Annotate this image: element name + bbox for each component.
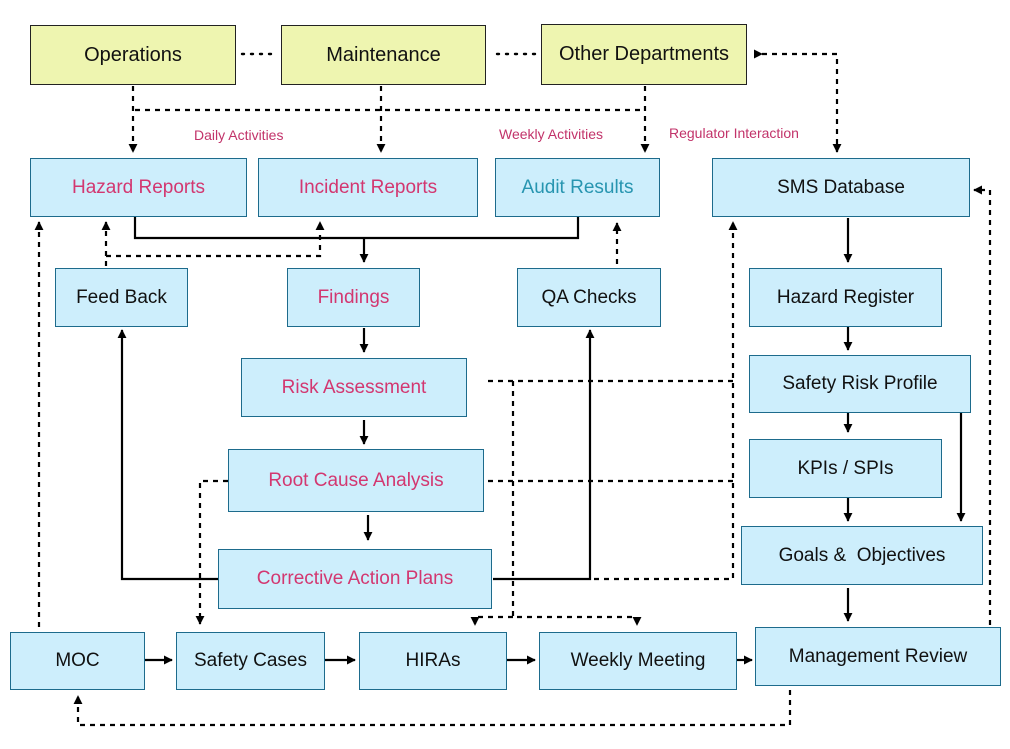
kpis-spis-box: KPIs / SPIs: [749, 439, 942, 498]
dashed-root-cause-to-safety-cases: [195, 479, 228, 625]
management-review-label: Management Review: [788, 645, 968, 667]
risk-assessment-label: Risk Assessment: [281, 376, 427, 398]
root-cause-analysis-label: Root Cause Analysis: [268, 469, 444, 491]
incident-reports-box: Incident Reports: [258, 158, 478, 217]
maintenance-label: Maintenance: [326, 43, 441, 66]
feedback-label: Feed Back: [76, 286, 167, 308]
corrective-action-plans-box: Corrective Action Plans: [218, 549, 492, 609]
feedback-box: Feed Back: [55, 268, 188, 327]
operations-box: Operations: [30, 25, 236, 85]
qa-checks-label: QA Checks: [541, 286, 637, 308]
corrective-action-plans-label: Corrective Action Plans: [256, 568, 454, 589]
kpis-spis-label: KPIs / SPIs: [797, 457, 894, 479]
daily-activities-label: Daily Activities: [194, 127, 284, 143]
management-review-box: Management Review: [755, 627, 1001, 686]
dashed-to-hiras: [470, 615, 513, 626]
goals-objectives-box: Goals & Objectives: [741, 526, 983, 585]
other-departments-label: Other Departments: [558, 43, 730, 65]
audit-results-label: Audit Results: [521, 176, 634, 198]
moc-label: MOC: [55, 650, 100, 671]
sms-database-label: SMS Database: [777, 176, 905, 198]
goals-objectives-label: Goals & Objectives: [778, 544, 946, 566]
safety-cases-box: Safety Cases: [176, 632, 325, 690]
dashed-review-to-moc: [73, 690, 792, 727]
sms-database-box: SMS Database: [712, 158, 970, 217]
hiras-label: HIRAs: [405, 650, 461, 671]
root-cause-analysis-box: Root Cause Analysis: [228, 449, 484, 512]
hiras-box: HIRAs: [359, 632, 507, 690]
safety-cases-label: Safety Cases: [194, 650, 307, 671]
arrow-to-feedback: [117, 329, 218, 581]
qa-checks-box: QA Checks: [517, 268, 661, 327]
incident-reports-label: Incident Reports: [298, 176, 438, 198]
weekly-meeting-label: Weekly Meeting: [570, 650, 706, 671]
regulator-interaction-label: Regulator Interaction: [669, 125, 799, 141]
risk-assessment-box: Risk Assessment: [241, 358, 467, 417]
weekly-meeting-box: Weekly Meeting: [539, 632, 737, 690]
findings-box: Findings: [287, 268, 420, 327]
dashed-review-to-database: [973, 185, 992, 625]
operations-label: Operations: [84, 43, 182, 66]
audit-results-box: Audit Results: [495, 158, 660, 217]
reports-merge-line: [133, 217, 580, 240]
weekly-activities-label: Weekly Activities: [499, 126, 603, 142]
other-departments-box: Other Departments: [541, 24, 747, 85]
hazard-register-box: Hazard Register: [749, 268, 942, 327]
dashed-feedback-to-incident: [104, 221, 325, 266]
dashed-regulator-to-database: [753, 49, 842, 153]
arrow-to-qa-checks: [493, 329, 595, 581]
hazard-reports-box: Hazard Reports: [30, 158, 247, 217]
dashed-to-weekly-meeting: [511, 381, 642, 626]
hazard-register-label: Hazard Register: [776, 286, 915, 308]
moc-box: MOC: [10, 632, 145, 690]
maintenance-box: Maintenance: [281, 25, 486, 85]
findings-label: Findings: [317, 286, 390, 308]
safety-risk-profile-label: Safety Risk Profile: [782, 373, 938, 394]
safety-risk-profile-box: Safety Risk Profile: [749, 355, 971, 413]
hazard-reports-label: Hazard Reports: [71, 176, 206, 198]
